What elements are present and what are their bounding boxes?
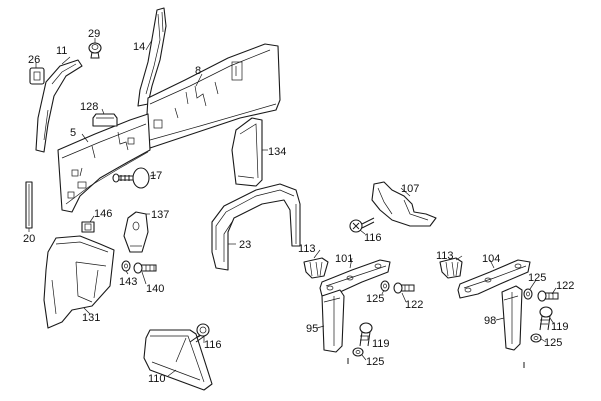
callout-125-middle: 125	[366, 293, 384, 305]
callout-95: 95	[306, 323, 318, 335]
part-98-post	[501, 285, 523, 351]
callout-113-left: 113	[298, 243, 316, 255]
callout-14: 14	[133, 41, 145, 53]
callout-128: 128	[80, 101, 98, 113]
callout-125-left-bottom: 125	[366, 356, 384, 368]
part-116-screw-upper	[349, 217, 375, 233]
part-101-rail	[319, 259, 391, 297]
callout-5: 5	[70, 127, 76, 139]
callout-113-right: 113	[436, 250, 454, 262]
part-23-wheel-arch	[211, 183, 301, 271]
part-119-screw-right	[539, 306, 553, 331]
part-125-washer-bottom-right	[530, 333, 542, 343]
leader-lines	[28, 38, 557, 377]
part-146-clip	[81, 221, 95, 233]
part-119-screw-left	[359, 322, 373, 347]
part-143-washer	[121, 260, 131, 272]
callout-11: 11	[56, 45, 67, 57]
callout-20: 20	[23, 233, 35, 245]
part-17-cover-cap	[112, 167, 150, 189]
callout-104: 104	[482, 253, 500, 265]
callout-17: 17	[150, 170, 162, 182]
part-5-side-panel	[57, 113, 151, 213]
callout-29: 29	[88, 28, 100, 40]
part-140-screw	[133, 262, 157, 274]
part-137-bracket	[123, 211, 149, 253]
callout-122-middle: 122	[405, 299, 423, 311]
part-29-push-button	[88, 42, 102, 59]
part-134-trim-cover	[231, 117, 263, 187]
callout-131: 131	[82, 312, 100, 324]
part-107-bracket	[371, 181, 437, 227]
part-128-bracket	[92, 113, 118, 127]
callout-26: 26	[28, 54, 40, 66]
part-113-clip-right	[439, 257, 463, 279]
part-11-a-pillar-trim	[35, 59, 83, 153]
callout-146: 146	[94, 208, 112, 220]
part-104-rail	[457, 259, 531, 299]
part-113-clip-left	[303, 257, 329, 279]
part-122-screw-right	[537, 290, 559, 302]
callout-119-right: 119	[551, 321, 569, 333]
callout-134: 134	[268, 146, 286, 158]
part-122-screw-middle	[393, 282, 415, 294]
callout-125-right-bottom: 125	[544, 337, 562, 349]
callout-116-upper: 116	[364, 232, 382, 244]
callout-122-right: 122	[556, 280, 574, 292]
part-125-washer-middle	[380, 280, 390, 292]
callout-119-left: 119	[372, 338, 390, 350]
callout-137: 137	[151, 209, 169, 221]
part-125-washer-right	[523, 288, 533, 300]
part-110-corner-trim	[143, 329, 213, 391]
part-8-side-panel	[145, 43, 281, 149]
part-116-screw-lower	[189, 323, 210, 343]
callout-110: 110	[148, 373, 166, 385]
callout-23: 23	[239, 239, 251, 251]
callout-8: 8	[195, 65, 201, 77]
callout-140: 140	[146, 283, 164, 295]
part-20-trim-strip	[25, 181, 33, 229]
part-14-pillar-trim	[137, 7, 167, 107]
part-95-post	[321, 289, 345, 353]
callout-143: 143	[119, 276, 137, 288]
callout-116-lower: 116	[204, 339, 222, 351]
callout-101: 101	[335, 253, 353, 265]
part-26-clip	[29, 67, 45, 85]
part-131-lower-trim	[43, 235, 115, 329]
callout-125-right: 125	[528, 272, 546, 284]
callout-98: 98	[484, 315, 496, 327]
callout-107: 107	[401, 183, 419, 195]
part-125-washer-left	[352, 347, 364, 357]
